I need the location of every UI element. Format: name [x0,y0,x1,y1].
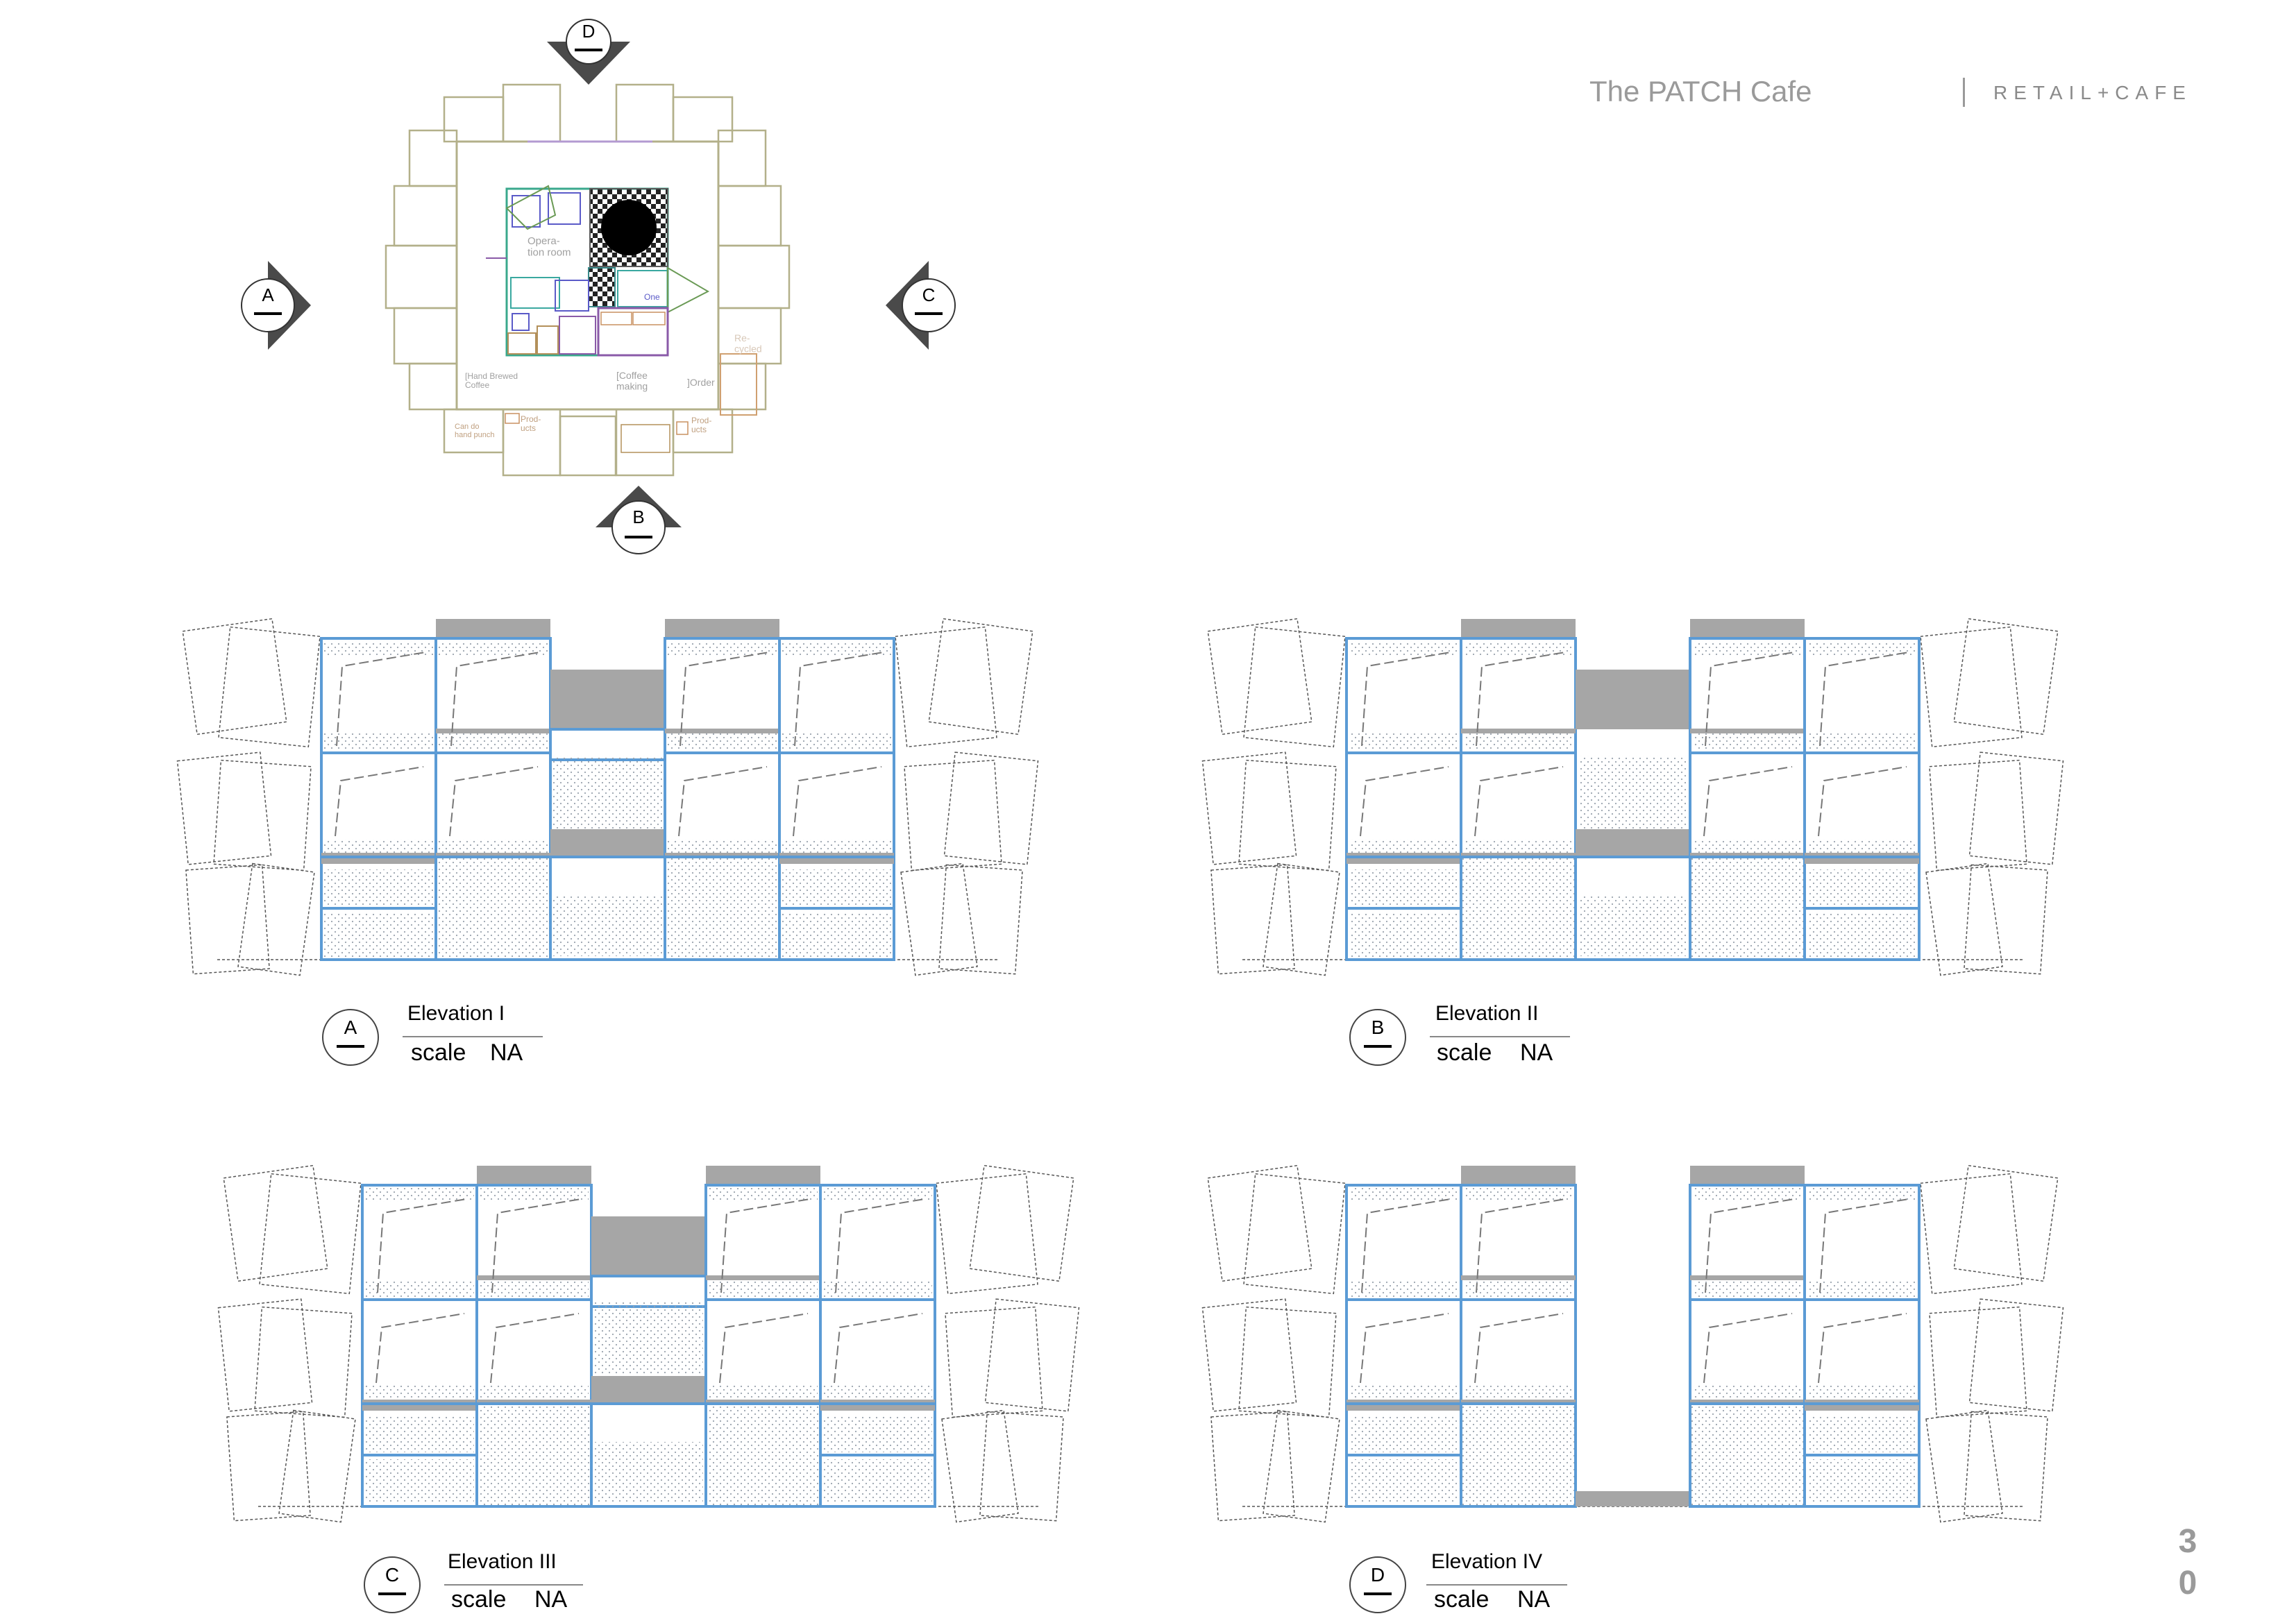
building-outline [455,140,720,411]
caption-scale-value: NA [1520,1039,1553,1066]
section-marker-d: D [547,19,630,85]
caption-elevation-1: A Elevation I scale NA [322,1002,543,1066]
caption-title: Elevation I [407,1002,505,1025]
caption-title: Elevation III [448,1550,557,1573]
caption-elevation-4: D Elevation IV scale NA [1349,1550,1567,1613]
room-label-products-left: Prod-ucts [521,414,541,433]
room-label-operation: Opera-tion room [527,235,571,259]
svg-text:A: A [262,284,274,305]
caption-scale-value: NA [1517,1586,1551,1613]
elevation-drawing-1 [176,618,1039,976]
svg-text:B: B [632,507,644,527]
caption-title: Elevation II [1435,1002,1538,1025]
caption-scale-label: scale [451,1586,506,1613]
elevations [176,618,2064,1523]
elevation-drawing-2 [1201,618,2064,976]
caption-elevation-3: C Elevation III scale NA [364,1550,583,1613]
section-marker-a: A [241,261,311,350]
room-label-order: ]Order [687,377,715,388]
svg-text:C: C [922,284,936,305]
section-marker-c: C [886,261,956,350]
caption-scale-value: NA [490,1039,523,1066]
page-number: 3 0 [2178,1523,2197,1601]
caption-scale-label: scale [411,1039,466,1066]
caption-elevation-2: B Elevation II scale NA [1349,1002,1570,1066]
elevation-drawing-4 [1201,1164,2064,1523]
caption-marker: D [1371,1564,1385,1586]
caption-scale-label: scale [1434,1586,1489,1613]
page-title: The PATCH Cafe [1589,75,1812,108]
caption-scale-value: NA [534,1586,568,1613]
page-subtitle: RETAIL+CAFE [1993,82,2192,103]
caption-title: Elevation IV [1431,1550,1542,1573]
section-marker-b: B [596,486,682,554]
svg-text:D: D [582,21,596,42]
room-label-recycled: Re-cycled [734,332,762,354]
interior-equipment [486,185,757,453]
header-divider [1963,78,1965,107]
caption-marker: C [385,1564,399,1586]
room-label-products-right: Prod-ucts [691,416,711,434]
caption-marker: A [344,1017,357,1038]
caption-marker: B [1371,1017,1385,1038]
caption-scale-label: scale [1437,1039,1492,1066]
room-label-one: One [644,292,660,302]
elevation-drawing-3 [217,1164,1080,1523]
